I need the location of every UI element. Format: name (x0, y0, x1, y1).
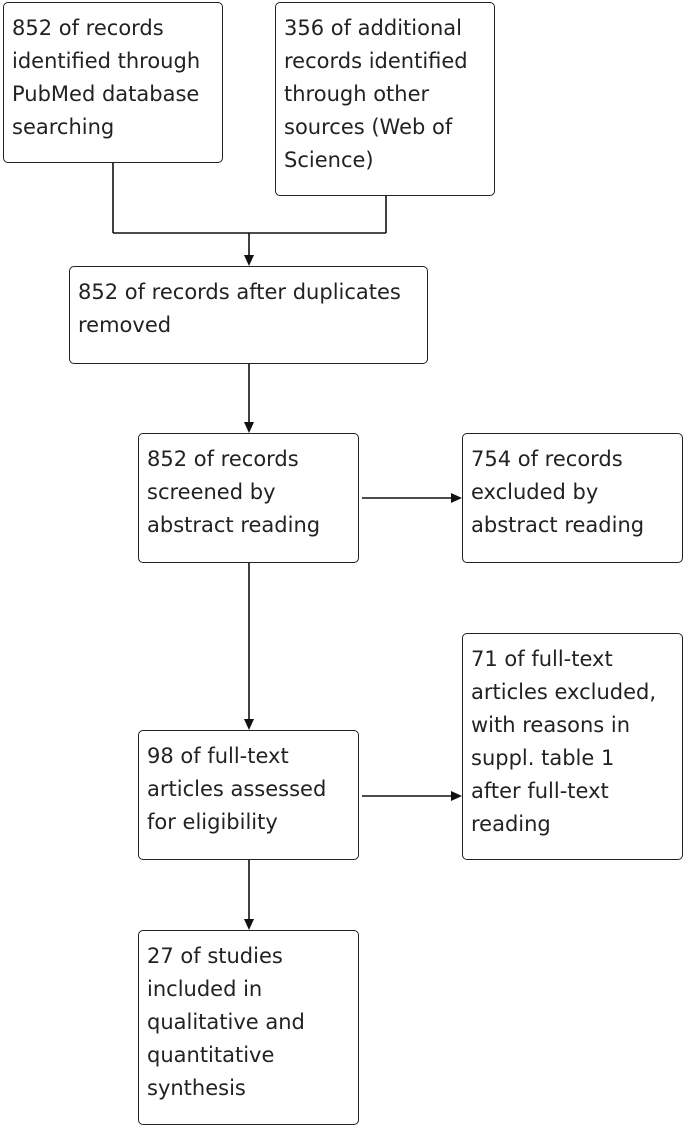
box-excluded-abstract: 754 of records excluded by abstract read… (462, 433, 683, 563)
arrowhead-to-excluded-fulltext (451, 791, 462, 801)
box-fulltext-assessed: 98 of full-text articles assessed for el… (138, 730, 359, 860)
box-other-sources-records: 356 of additional records identified thr… (275, 2, 495, 196)
arrowhead-to-excluded-abstract (451, 493, 462, 503)
box-studies-included: 27 of studies included in qualitative an… (138, 930, 359, 1125)
box-screened-abstract: 852 of records screened by abstract read… (138, 433, 359, 563)
box-pubmed-records: 852 of records identified through PubMed… (3, 2, 223, 163)
arrowhead-to-included (244, 919, 254, 930)
arrowhead-to-duplicates (244, 255, 254, 266)
box-fulltext-excluded: 71 of full-text articles excluded, with … (462, 633, 683, 860)
arrowhead-to-fulltext (244, 719, 254, 730)
box-after-duplicates-removed: 852 of records after duplicates removed (69, 266, 428, 364)
arrowhead-to-screened (244, 422, 254, 433)
